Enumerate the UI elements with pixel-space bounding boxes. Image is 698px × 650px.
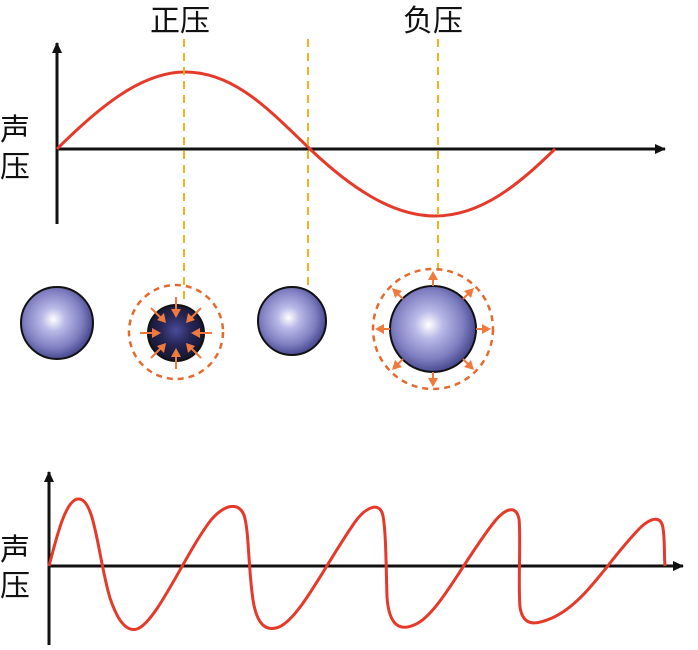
bubble-normal-2 (257, 286, 327, 356)
top-sound-pressure-wave (55, 70, 557, 218)
top-y-axis-label-line-1: 声 (0, 113, 30, 148)
bottom-sound-pressure-wave (47, 497, 667, 631)
expanded-bubble-outward-arrows (375, 271, 491, 387)
compressed-bubble-outer-dashed-ring (127, 283, 225, 381)
top-y-axis-label-line-2: 压 (0, 150, 30, 185)
bottom-y-axis-label-line-1: 声 (0, 533, 30, 568)
expanded-bubble-outer-dashed-ring (371, 267, 495, 391)
bottom-y-axis-label-line-2: 压 (0, 569, 30, 604)
positive-pressure-label: 正压 (150, 4, 210, 39)
negative-pressure-label: 负压 (403, 4, 463, 39)
compressed-bubble-inward-arrows (140, 297, 212, 369)
bubble-normal-1 (20, 286, 94, 360)
